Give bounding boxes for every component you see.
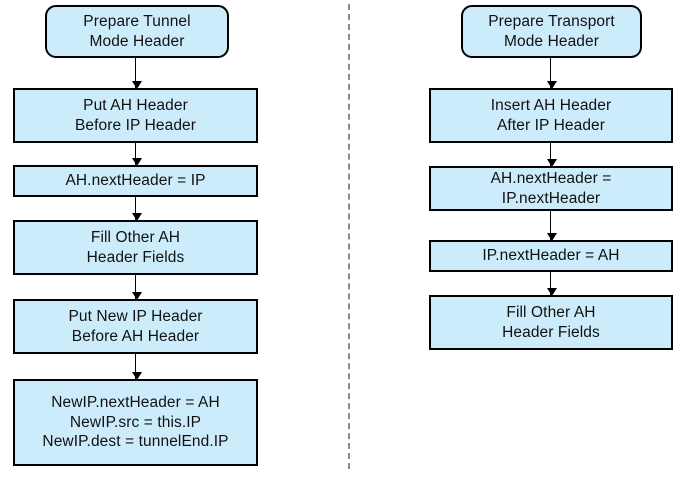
flow-arrow bbox=[546, 211, 557, 241]
flow-arrow bbox=[546, 272, 557, 296]
flowchart-node-tunnel-step-5[interactable]: NewIP.nextHeader = AH NewIP.src = this.I… bbox=[13, 379, 258, 466]
node-label: Put AH Header Before IP Header bbox=[74, 96, 197, 134]
flowchart-node-tunnel-step-3[interactable]: Fill Other AH Header Fields bbox=[13, 220, 258, 275]
flowchart-node-tunnel-step-4[interactable]: Put New IP Header Before AH Header bbox=[13, 299, 258, 354]
node-label: NewIP.nextHeader = AH NewIP.src = this.I… bbox=[42, 393, 229, 451]
node-label: AH.nextHeader = IP bbox=[65, 172, 206, 190]
flow-arrow bbox=[546, 58, 557, 89]
node-label: Fill Other AH Header Fields bbox=[502, 303, 600, 341]
column-divider bbox=[348, 4, 350, 469]
flowchart-node-transport-step-3[interactable]: IP.nextHeader = AH bbox=[429, 240, 673, 272]
node-label: Prepare Tunnel Mode Header bbox=[83, 12, 191, 50]
flowchart-node-tunnel-start[interactable]: Prepare Tunnel Mode Header bbox=[45, 5, 229, 58]
flow-arrow bbox=[131, 58, 142, 89]
flow-arrow bbox=[131, 275, 142, 300]
node-label: Insert AH Header After IP Header bbox=[490, 96, 612, 134]
flow-arrow bbox=[131, 197, 142, 221]
flowchart-node-transport-step-1[interactable]: Insert AH Header After IP Header bbox=[429, 88, 673, 143]
flowchart-node-tunnel-step-1[interactable]: Put AH Header Before IP Header bbox=[13, 88, 258, 143]
node-label: Prepare Transport Mode Header bbox=[488, 12, 615, 50]
flow-arrow bbox=[546, 143, 557, 167]
node-label: Fill Other AH Header Fields bbox=[86, 228, 185, 266]
flowchart-node-transport-start[interactable]: Prepare Transport Mode Header bbox=[461, 5, 642, 58]
node-label: IP.nextHeader = AH bbox=[482, 247, 620, 265]
flow-arrow bbox=[131, 143, 142, 166]
flowchart-node-tunnel-step-2[interactable]: AH.nextHeader = IP bbox=[13, 165, 258, 197]
node-label: AH.nextHeader = IP.nextHeader bbox=[490, 169, 612, 207]
flowchart-node-transport-step-4[interactable]: Fill Other AH Header Fields bbox=[429, 295, 673, 350]
node-label: Put New IP Header Before AH Header bbox=[68, 307, 203, 345]
flow-arrow bbox=[131, 354, 142, 380]
flowchart-node-transport-step-2[interactable]: AH.nextHeader = IP.nextHeader bbox=[429, 166, 673, 211]
